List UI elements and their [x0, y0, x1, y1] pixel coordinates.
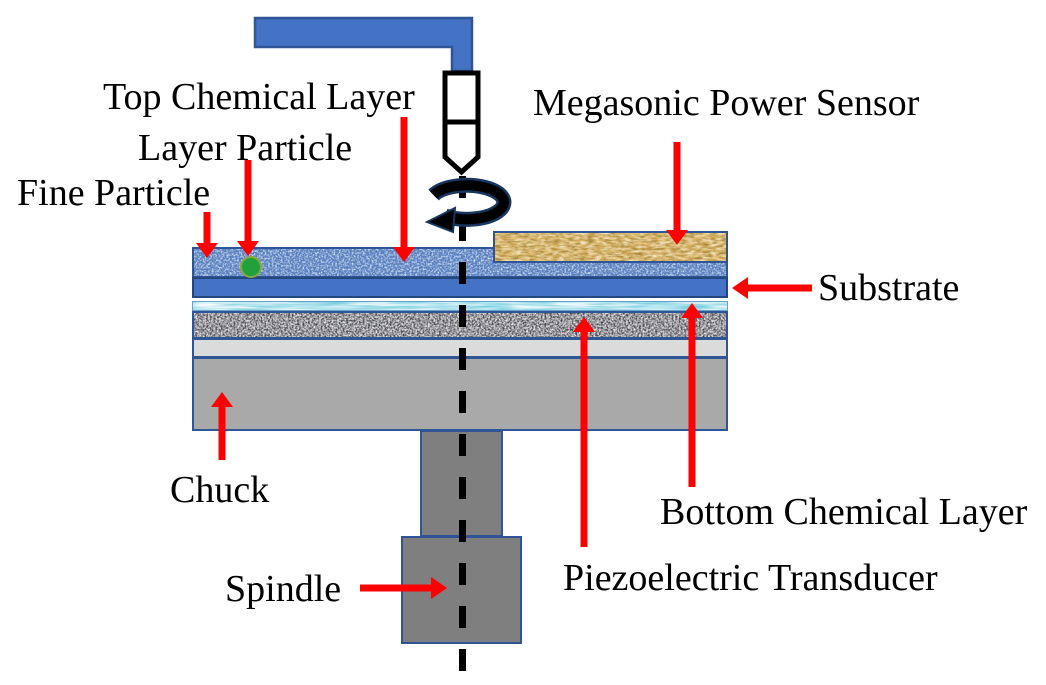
rotation-arrow-icon	[425, 177, 512, 234]
label-bottom-chemical-layer: Bottom Chemical Layer	[660, 491, 1028, 533]
arrow-head	[237, 241, 259, 256]
label-layer-particle: Layer Particle	[138, 127, 353, 169]
megasonic-power-sensor-block	[493, 231, 728, 263]
label-top-chemical-layer: Top Chemical Layer	[103, 76, 415, 118]
arrow-shaft	[673, 142, 681, 230]
arrow-head	[732, 277, 748, 299]
arrow-shaft	[244, 160, 252, 241]
label-spindle: Spindle	[225, 568, 342, 610]
arrow-shaft	[360, 584, 431, 592]
arrow-shaft	[203, 212, 211, 243]
spindle-arrow	[360, 577, 447, 599]
chuck-arrow	[211, 392, 233, 460]
substrate-arrow	[732, 277, 812, 299]
piezoelectric-transducer-arrow	[573, 317, 595, 547]
megasonic-power-sensor-arrow	[666, 142, 688, 245]
label-fine-particle: Fine Particle	[17, 172, 211, 214]
bottom-chemical-layer-arrow	[681, 303, 703, 487]
arrow-head	[573, 317, 595, 332]
arrow-head	[393, 247, 415, 262]
label-piezoelectric-transducer: Piezoelectric Transducer	[563, 557, 938, 599]
arrow-shaft	[400, 117, 408, 247]
label-substrate: Substrate	[818, 267, 960, 309]
arrow-head	[211, 392, 233, 407]
fine-particle-arrow	[196, 212, 218, 258]
arrow-head	[681, 303, 703, 318]
arrow-shaft	[688, 318, 696, 487]
dispense-nozzle-icon	[442, 70, 481, 176]
arrow-shaft	[218, 407, 226, 460]
chemical-supply-pipe	[253, 16, 474, 73]
top-chemical-layer-arrow	[393, 117, 415, 262]
layer-particle-arrow	[237, 160, 259, 256]
layer-particle-dot	[240, 256, 262, 278]
arrow-head	[666, 230, 688, 245]
label-megasonic-power-sensor: Megasonic Power Sensor	[533, 82, 920, 124]
label-chuck: Chuck	[170, 469, 270, 511]
arrow-shaft	[580, 332, 588, 547]
arrow-shaft	[748, 284, 812, 292]
arrow-head	[196, 243, 218, 258]
rotation-axis-dashed-line	[459, 176, 466, 672]
arrow-head	[431, 577, 447, 599]
